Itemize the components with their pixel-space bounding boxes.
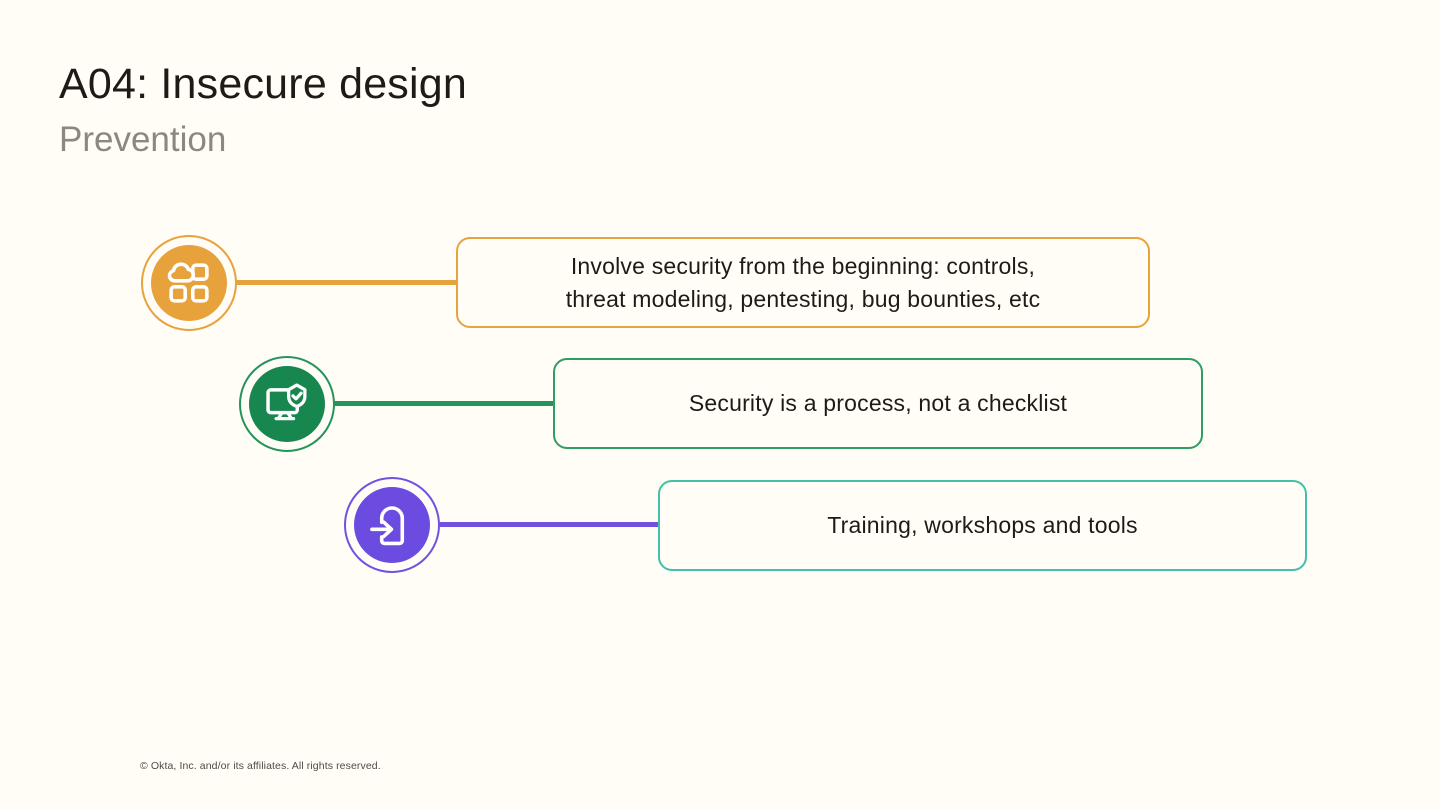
connector-line xyxy=(436,522,658,527)
connector-line xyxy=(233,280,456,285)
monitor-shield-check-icon-badge xyxy=(239,356,335,452)
cloud-apps-icon-badge xyxy=(141,235,237,331)
monitor-shield-check-icon-circle xyxy=(249,366,325,442)
callout-text: Training, workshops and tools xyxy=(827,512,1138,538)
callout-text: Security is a process, not a checklist xyxy=(688,390,1068,416)
copyright-notice: © Okta, Inc. and/or its affiliates. All … xyxy=(140,760,381,772)
callout-box: Involve security from the beginning: con… xyxy=(456,237,1150,328)
login-arrow-icon-circle xyxy=(354,487,430,563)
cloud-apps-icon-circle xyxy=(151,245,227,321)
connector-line xyxy=(331,401,553,406)
callout-box: Security is a process, not a checklist xyxy=(553,358,1203,449)
callout-text: Involve security from the beginning: con… xyxy=(565,252,1041,312)
login-arrow-icon xyxy=(370,506,405,546)
login-arrow-icon-badge xyxy=(344,477,440,573)
cloud-apps-icon xyxy=(167,262,209,303)
monitor-shield-check-icon xyxy=(266,383,307,421)
callout-box: Training, workshops and tools xyxy=(658,480,1307,571)
page-title: A04: Insecure design xyxy=(59,60,467,108)
page-subtitle: Prevention xyxy=(59,120,227,159)
